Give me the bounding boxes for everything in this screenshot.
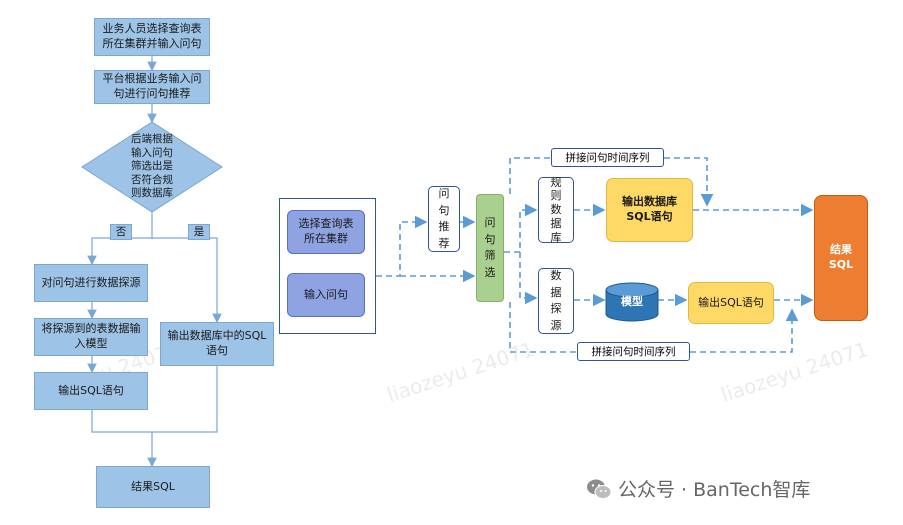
- wechat-icon: [586, 478, 612, 500]
- data-source-box: 数 据 探 源: [538, 268, 574, 334]
- step-input-model: 将探源到的表数据输 入模型: [34, 318, 148, 356]
- connector-filter-source: [519, 252, 538, 305]
- step-data-source: 对问句进行数据探源: [34, 264, 148, 302]
- model-label: 模型: [621, 294, 643, 308]
- yes-label: 是: [188, 224, 210, 240]
- sql-output-box: 输出SQL语句: [688, 282, 774, 324]
- step-recommend: 平台根据业务输入问 句进行问句推荐: [94, 70, 210, 104]
- brand-footer: 公众号 · BanTech智库: [586, 475, 810, 502]
- concat-bottom-box: 拼接问句时间序列: [577, 342, 690, 361]
- step-db-sql: 输出数据库中的SQL 语句: [160, 322, 274, 366]
- step-output-sql: 输出SQL语句: [34, 372, 148, 410]
- connector-to-concat-bottom: [509, 302, 577, 353]
- no-label: 否: [110, 224, 132, 240]
- result-sql-left: 结果SQL: [96, 466, 210, 508]
- connector-concat-bottom-up: [690, 308, 799, 353]
- recommend-box: 问 句 推 荐: [428, 186, 460, 252]
- connector-filter-rule: [504, 203, 538, 253]
- brand-text: 公众号 · BanTech智库: [618, 479, 811, 501]
- select-cluster-box: 选择查询表 所在集群: [287, 210, 365, 254]
- result-sql-right: 结果 SQL: [814, 195, 868, 321]
- db-output-box: 输出数据库 SQL语句: [606, 178, 693, 242]
- filter-box: 问 句 筛 选: [476, 194, 504, 302]
- rule-db-box: 规 则 数 据 库: [538, 176, 574, 244]
- connector-input-recommend: [376, 215, 428, 277]
- decision-label: 后端根据 输入问句 筛选出是 否符合规 则数据库: [131, 132, 173, 200]
- model-cylinder: [605, 282, 659, 322]
- concat-top-box: 拼接问句时间序列: [551, 148, 664, 167]
- input-question-box: 输入问句: [287, 273, 365, 317]
- decision-diamond: [81, 121, 223, 213]
- connector-to-concat-top: [509, 157, 551, 194]
- connector-merge: [91, 366, 218, 433]
- step-select-table: 业务人员选择查询表 所在集群并输入问句: [94, 18, 210, 56]
- connector-concat-top-down: [664, 157, 714, 207]
- connector-decision-yes: [152, 237, 222, 324]
